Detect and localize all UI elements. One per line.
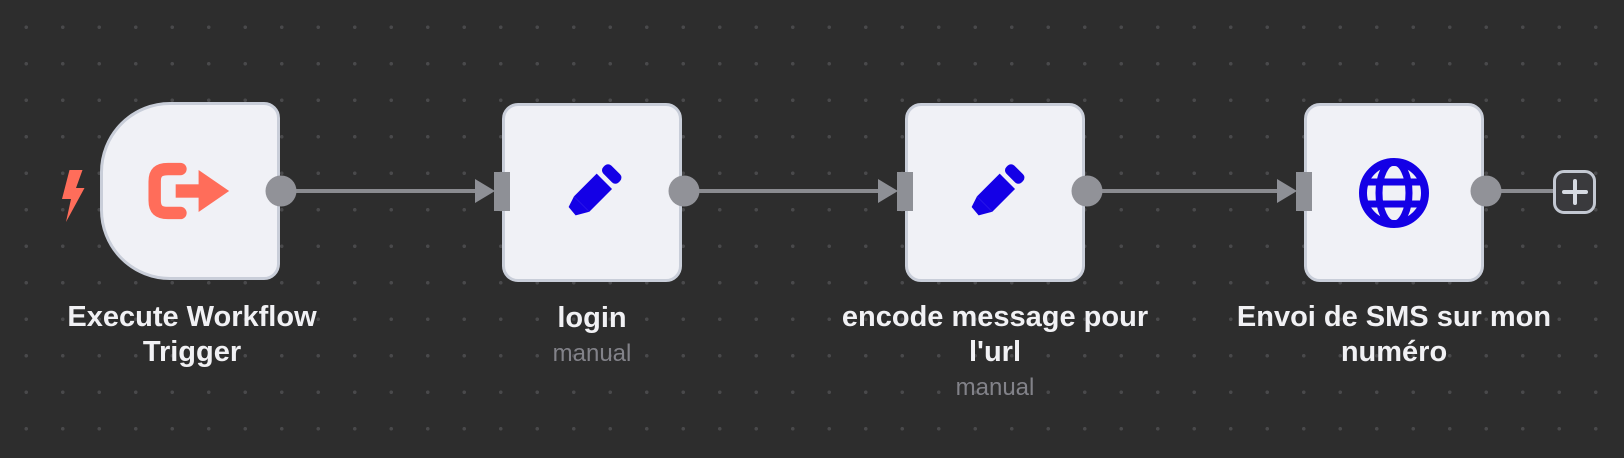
plus-icon (1561, 179, 1588, 205)
node-label-sms: Envoi de SMS sur mon numéro (1224, 300, 1564, 370)
pencil-icon (568, 163, 622, 215)
node-title: login (557, 302, 627, 334)
connection-arrowhead (878, 179, 898, 203)
node-execute-workflow-trigger[interactable] (100, 102, 280, 280)
input-port[interactable] (897, 172, 913, 211)
node-label-trigger: Execute Workflow Trigger (22, 300, 362, 370)
node-title: Envoi de SMS sur mon numéro (1236, 301, 1552, 368)
lightning-bolt-icon (62, 170, 85, 222)
node-subtitle: manual (552, 340, 632, 367)
connection-arrowhead (475, 179, 495, 203)
pencil-icon (971, 163, 1025, 215)
add-node-button[interactable] (1553, 170, 1596, 214)
node-title: Execute Workflow Trigger (67, 301, 317, 368)
node-label-login: login manual (422, 301, 762, 367)
input-port[interactable] (494, 172, 510, 211)
output-port[interactable] (265, 175, 297, 207)
node-subtitle: manual (955, 374, 1035, 401)
node-envoi-sms[interactable] (1304, 103, 1484, 282)
node-encode-message[interactable] (905, 103, 1085, 282)
output-port[interactable] (1470, 175, 1502, 207)
output-port[interactable] (1071, 175, 1103, 207)
input-port[interactable] (1296, 172, 1312, 211)
globe-icon (1359, 157, 1429, 228)
output-port[interactable] (668, 175, 700, 207)
node-title: encode message pour l'url (841, 301, 1149, 368)
node-label-encode: encode message pour l'url manual (825, 300, 1165, 401)
connection-arrowhead (1277, 179, 1297, 203)
sign-out-icon (148, 162, 230, 220)
